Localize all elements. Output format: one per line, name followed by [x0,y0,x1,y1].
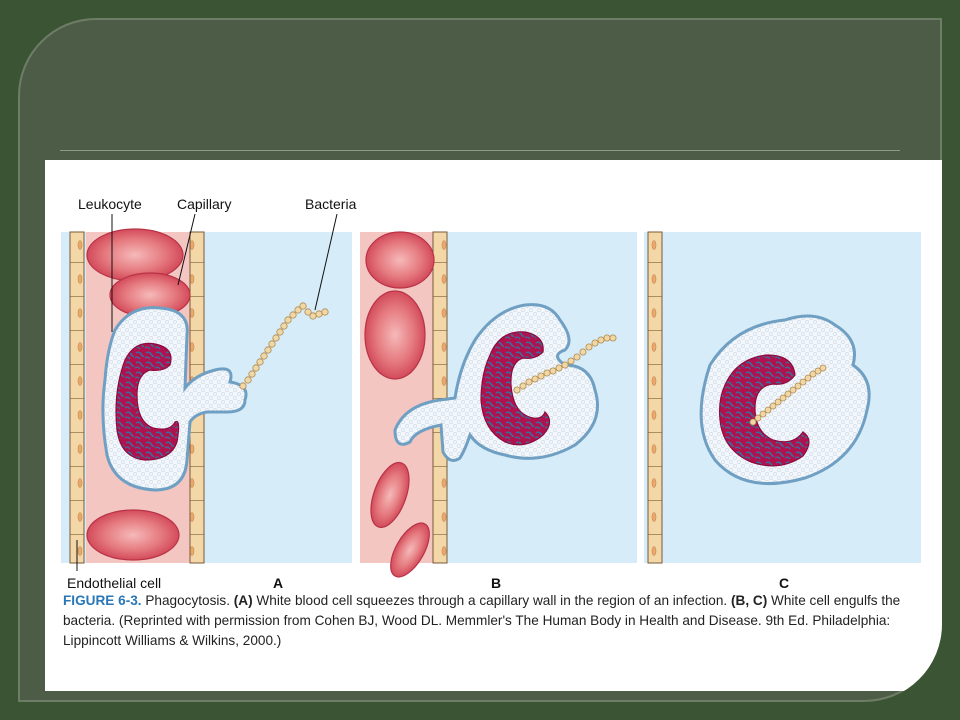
red-blood-cell [364,290,426,380]
caption-text-bc: White cell engulfs the bacteria. (Reprin… [63,593,901,648]
figure-number: FIGURE 6-3. [63,593,142,608]
slide-background: Leukocyte Capillary Bacteria Endothelial… [18,18,942,702]
bacteria-leader-line [314,213,338,311]
capillary-wall-left-a [69,231,85,564]
title-divider [60,150,900,151]
caption-label-bc: (B, C) [730,593,768,608]
capillary-leader-line [177,213,196,286]
red-blood-cell [86,228,184,282]
bacteria-chain-b [513,334,617,394]
capillary-wall-b [432,231,448,564]
leukocyte-nucleus-b [480,331,551,446]
red-blood-cell [86,509,180,561]
caption-title: Phagocytosis. [145,593,230,608]
label-bacteria: Bacteria [305,196,357,212]
caption-label-a: (A) [233,593,253,608]
label-leukocyte: Leukocyte [78,196,142,212]
capillary-wall-c [647,231,663,564]
bacteria-chain-c [749,364,827,426]
red-blood-cell [365,231,435,289]
red-blood-cell [390,522,430,578]
red-blood-cell [370,461,410,529]
leukocyte-nucleus [115,342,180,461]
panel-c: C [644,231,921,591]
panel-label-c: C [779,575,789,591]
caption-text-a: White blood cell squeezes through a capi… [256,593,728,608]
panel-label-a: A [273,575,283,591]
bacteria-chain-a [239,302,329,390]
panel-a: Leukocyte Capillary Bacteria Endothelial… [61,196,357,591]
leukocyte-nucleus-c [718,354,810,467]
phagocytosis-diagram: Leukocyte Capillary Bacteria Endothelial… [61,196,921,591]
panel-label-b: B [491,575,501,591]
figure-panel: Leukocyte Capillary Bacteria Endothelial… [45,160,942,691]
panel-b: B [360,231,637,591]
figure-caption: FIGURE 6-3. Phagocytosis. (A) White bloo… [63,591,928,651]
label-endothelial-cell: Endothelial cell [67,575,161,591]
label-capillary: Capillary [177,196,231,212]
